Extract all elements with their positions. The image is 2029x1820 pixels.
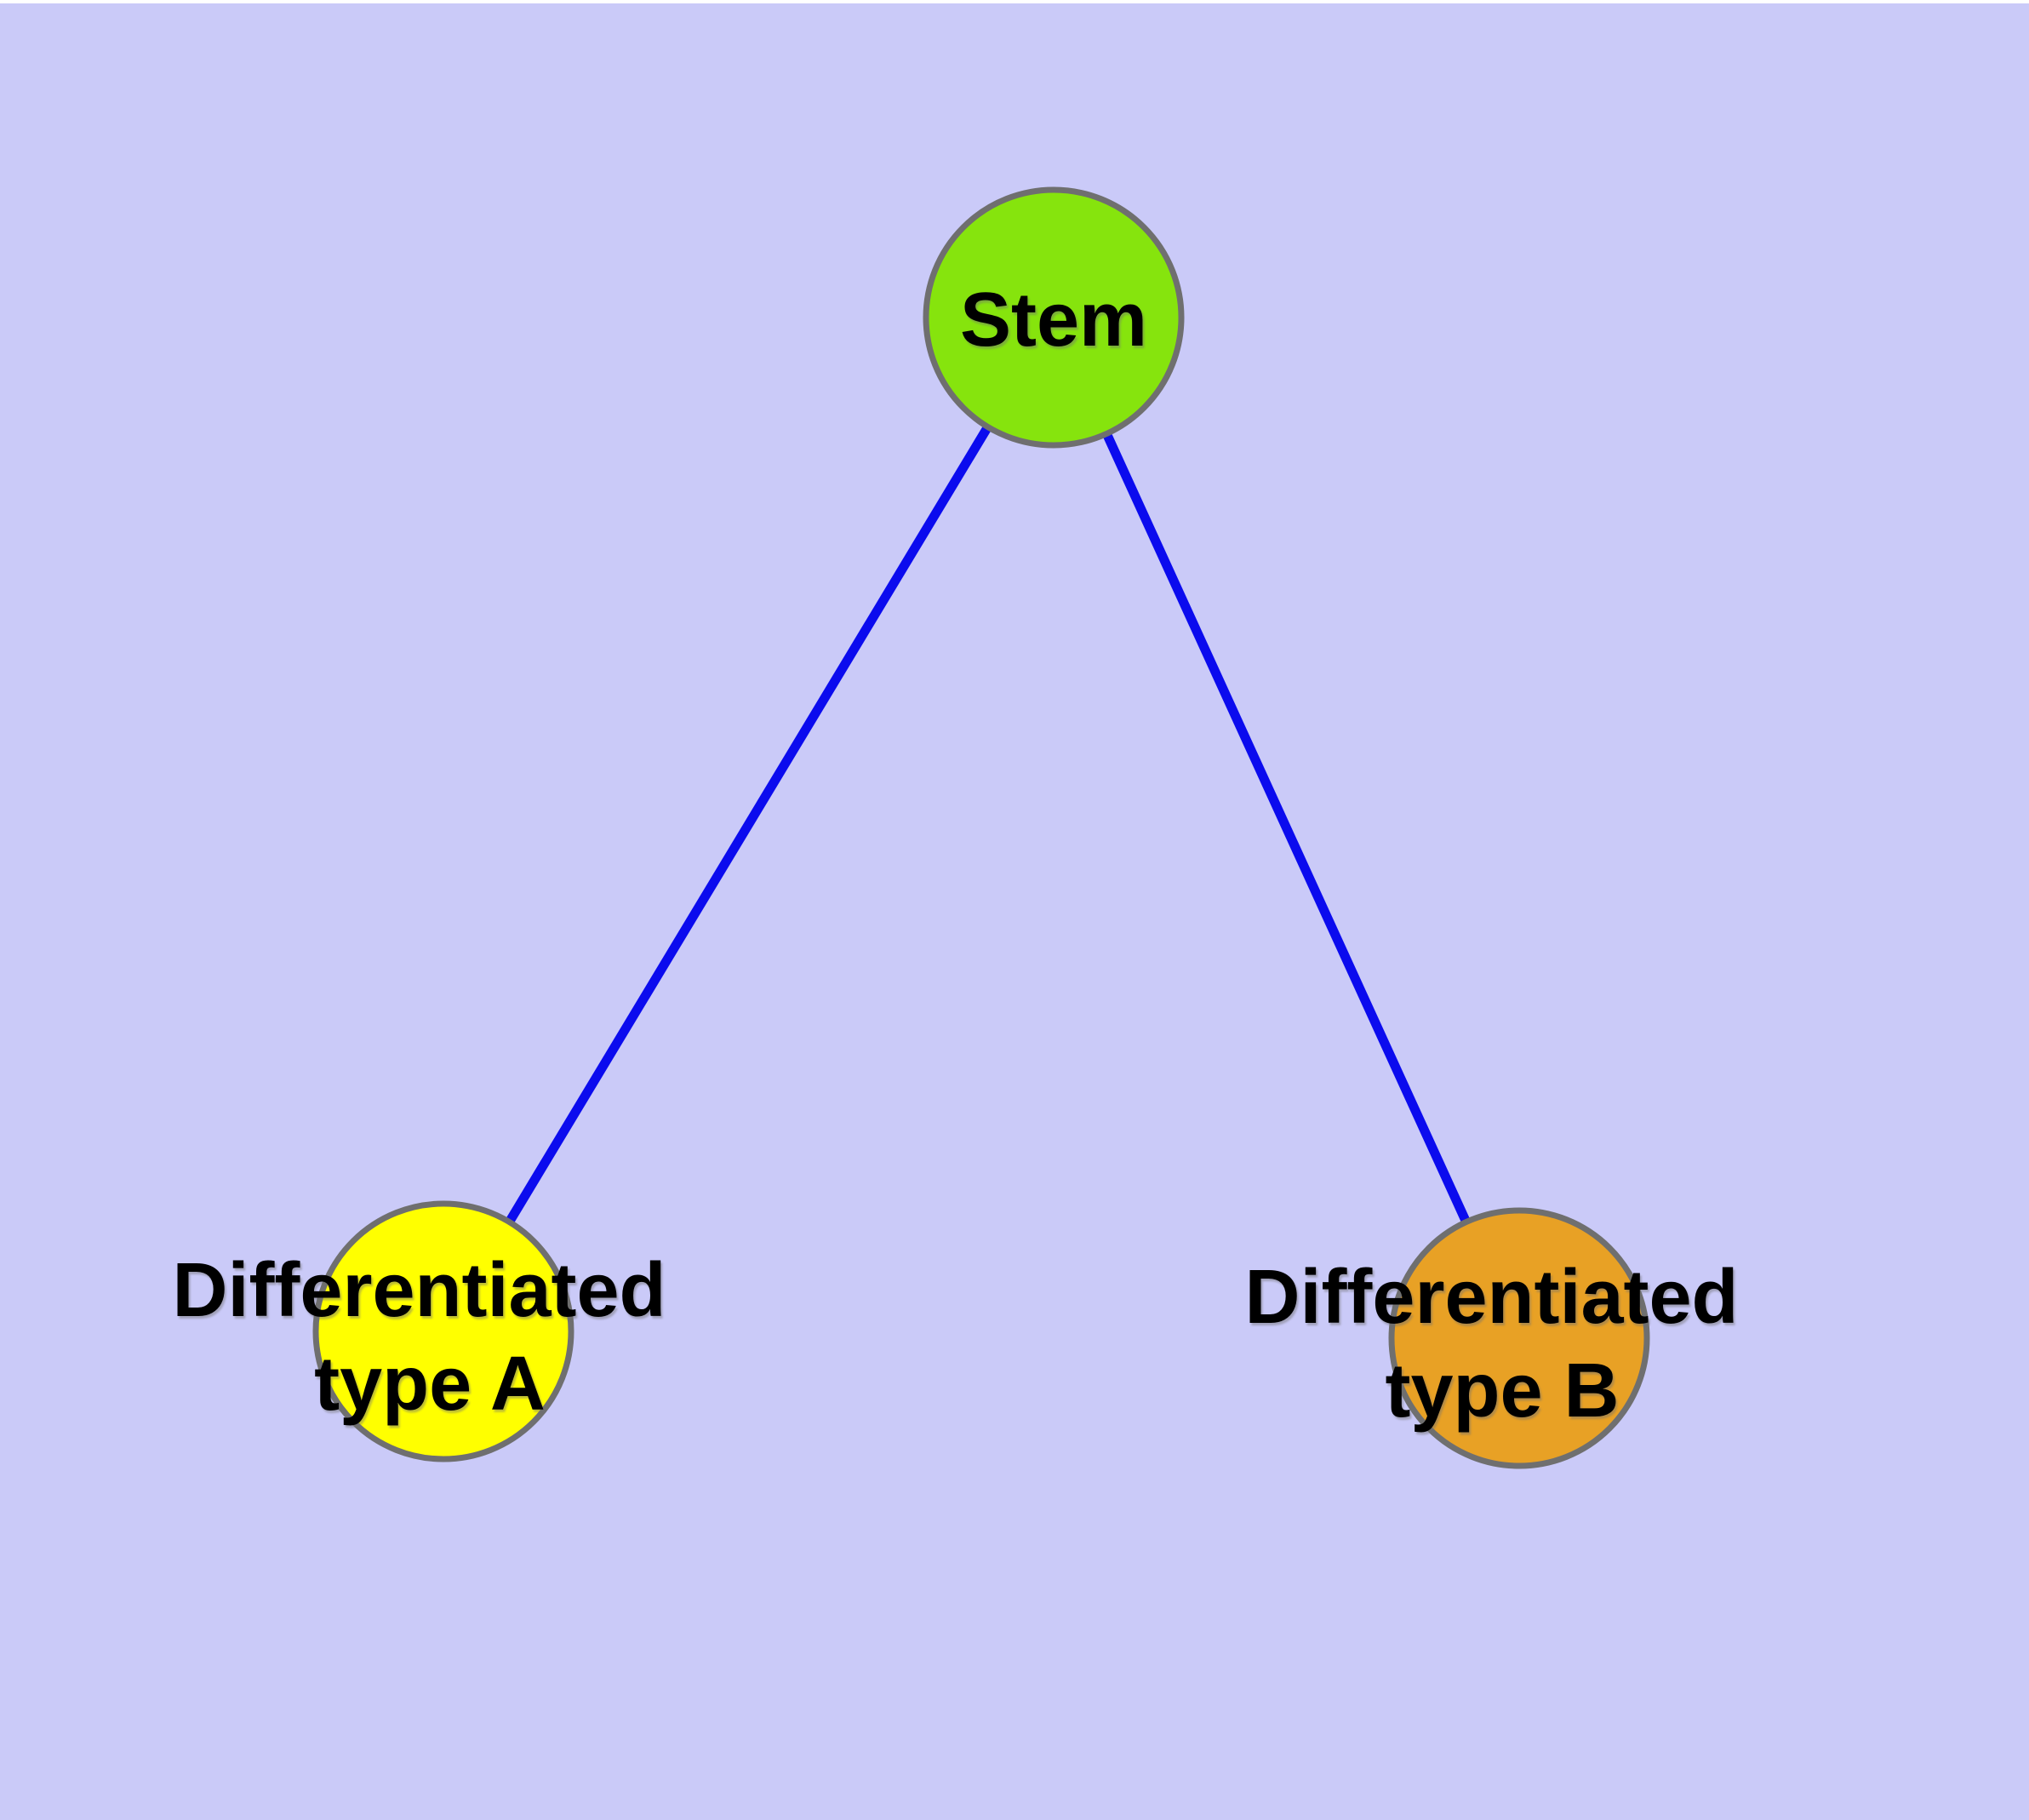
edge-stem-to-type-a [439, 315, 1058, 1334]
node-stem-label: Stem [960, 278, 1147, 363]
node-stem [923, 186, 1185, 449]
node-differentiated-type-a [312, 1200, 574, 1462]
node-type-b-label-line1: Differentiated [1244, 1255, 1738, 1340]
node-type-b-label-line2: type B [1385, 1348, 1619, 1434]
node-type-a-label: Differentiated type A [172, 1248, 687, 1427]
node-differentiated-type-b [1388, 1207, 1650, 1469]
edge-stem-to-type-b [1049, 315, 1524, 1341]
node-type-b-label: Differentiated type B [1244, 1255, 1759, 1434]
node-type-a-label-line1: Differentiated [172, 1248, 666, 1333]
node-type-a-label-line2: type A [314, 1342, 546, 1427]
